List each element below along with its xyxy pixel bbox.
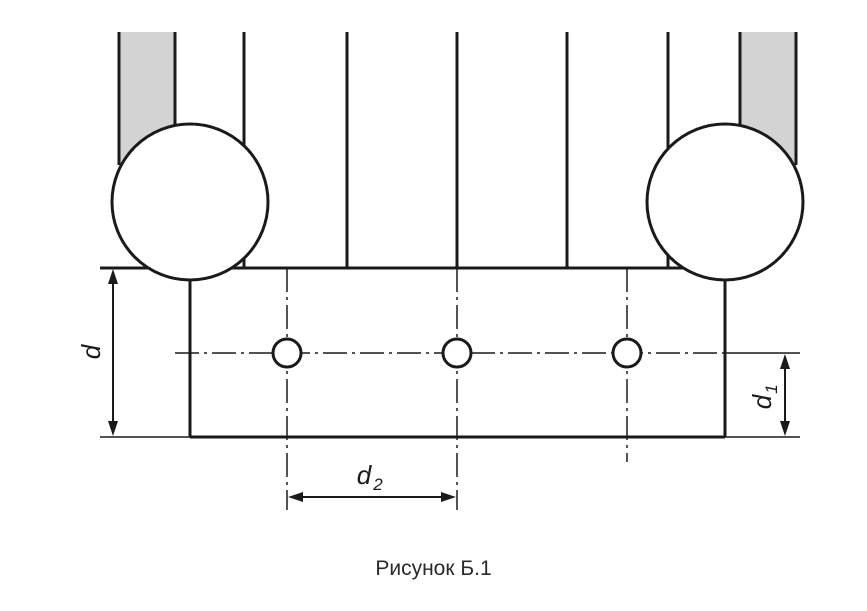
arrow-d-top — [108, 269, 118, 284]
hole-2 — [441, 337, 473, 369]
label-d1: d 1 — [747, 384, 781, 409]
arrow-d2-left — [288, 492, 303, 502]
right-roller — [645, 122, 805, 282]
hole-3 — [611, 337, 643, 369]
svg-text:1: 1 — [762, 384, 781, 393]
arrow-d1-bottom — [780, 421, 790, 436]
svg-text:2: 2 — [372, 475, 383, 494]
left-roller — [110, 122, 270, 282]
figure-caption: Рисунок Б.1 — [375, 557, 492, 580]
hole-1 — [271, 337, 303, 369]
svg-text:d: d — [357, 460, 373, 490]
label-d2: d 2 — [357, 460, 384, 494]
label-d: d — [76, 343, 106, 359]
arrow-d2-right — [441, 492, 456, 502]
arrow-d-bottom — [108, 421, 118, 436]
arrow-d1-top — [780, 354, 790, 369]
svg-text:d: d — [747, 393, 777, 409]
